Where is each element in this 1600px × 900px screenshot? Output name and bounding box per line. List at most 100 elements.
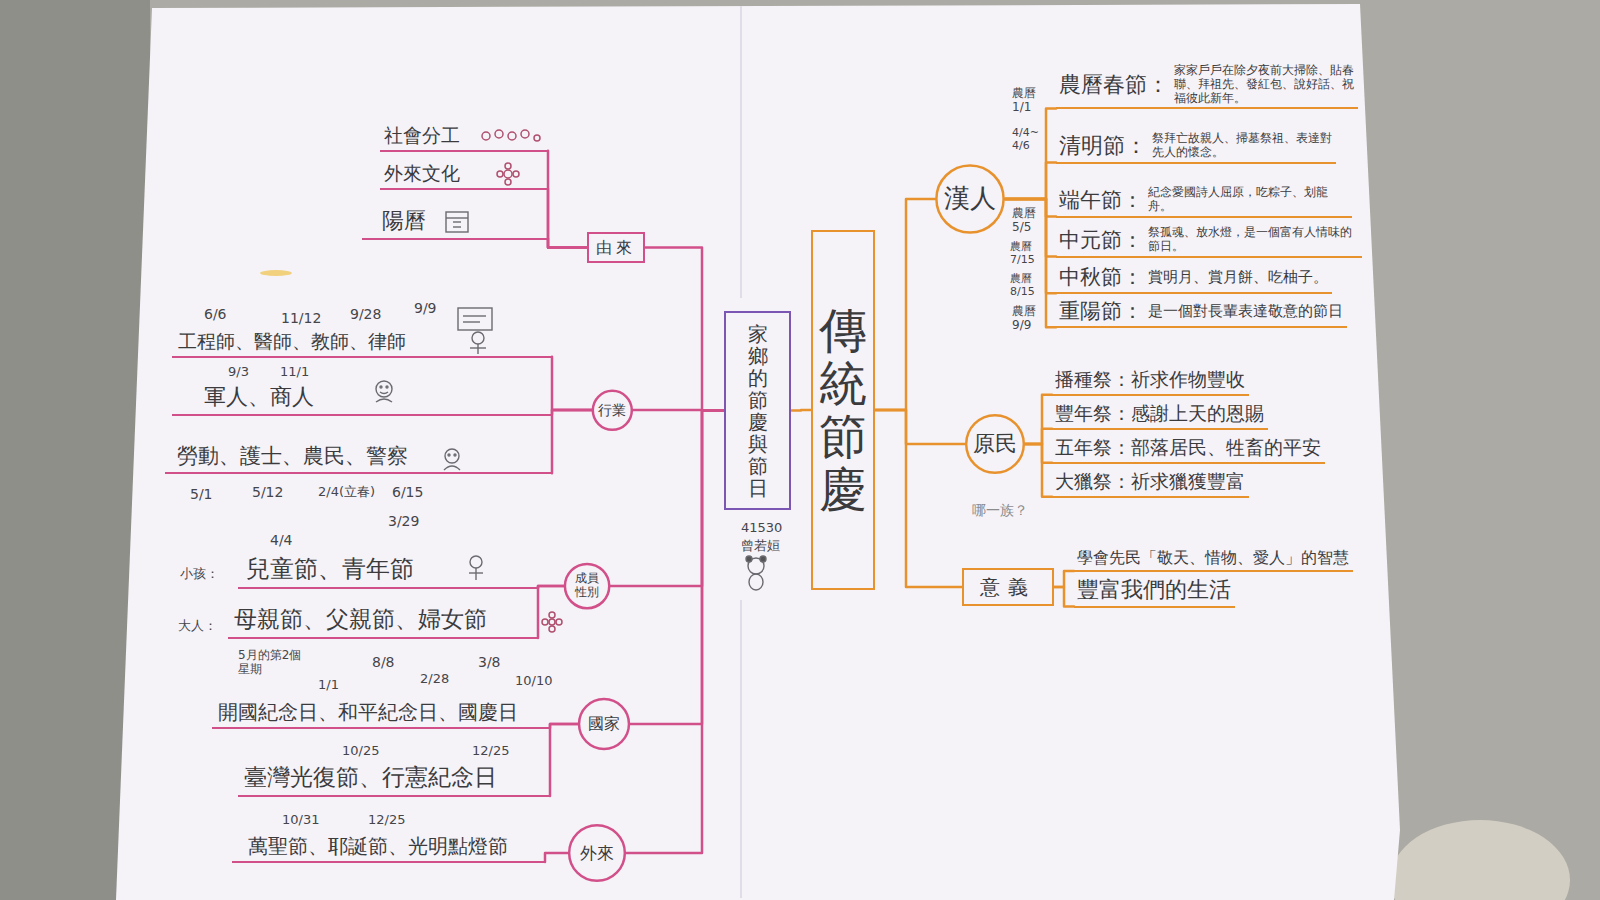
- branch-line: [875, 199, 935, 410]
- date-note: 小孩：: [180, 566, 219, 582]
- branch-line: [550, 724, 578, 796]
- node-text: 傳統節慶: [819, 304, 867, 515]
- node-text: 中秋節：: [1059, 264, 1143, 290]
- chair-edge: [1390, 820, 1570, 900]
- branch-line: [548, 189, 587, 248]
- node-text: 端午節：: [1059, 187, 1143, 213]
- festival-item: 播種祭：祈求作物豐收: [1052, 368, 1249, 396]
- date-note: 12/25: [472, 743, 509, 759]
- paper-crease: [740, 600, 742, 898]
- date-note: 6/15: [392, 484, 423, 501]
- date-note: 5/1: [190, 486, 213, 503]
- circle-outline: [579, 699, 629, 749]
- node-text: 萬聖節、耶誕節、光明點燈節: [248, 833, 508, 859]
- date-note: 9/9: [414, 300, 437, 317]
- branch-line: [1025, 395, 1052, 444]
- branch-item: 兒童節、青年節: [238, 553, 538, 589]
- category-circle: 外來: [568, 824, 626, 882]
- branch-line: [875, 410, 965, 444]
- circle-outline: [565, 564, 609, 608]
- node-note: 是一個對長輩表達敬意的節日: [1148, 302, 1343, 321]
- node-text: 臺灣光復節、行憲紀念日: [244, 763, 497, 793]
- branch-line: [1005, 163, 1056, 199]
- branch-line: [791, 409, 811, 412]
- circle-outline: [569, 825, 625, 881]
- node-note: 家家戶戶在除夕夜前大掃除、貼春聯、拜祖先、發紅包、說好話、祝福彼此新年。: [1174, 64, 1354, 105]
- date-note: 農曆9/9: [1012, 304, 1038, 333]
- circle-outline: [936, 165, 1003, 232]
- branch-line: [645, 248, 724, 411]
- festival-item: 端午節：紀念愛國詩人屈原，吃粽子、划龍舟。: [1056, 186, 1352, 218]
- node-text: 清明節：: [1059, 132, 1147, 160]
- node-note: 賞明月、賞月餅、吃柚子。: [1148, 268, 1328, 287]
- node-text: 漢人: [944, 183, 996, 214]
- branch-line: [630, 411, 724, 725]
- node-text: 家鄉的節慶與節日: [748, 323, 768, 499]
- node-text: 外來文化: [384, 161, 460, 186]
- branch-line: [1025, 429, 1052, 444]
- date-note: 4/4: [270, 532, 293, 549]
- node-text: 母親節、父親節、婦女節: [234, 605, 487, 635]
- branch-line: [626, 411, 724, 854]
- date-note: 2/28: [420, 671, 449, 687]
- node-text: 勞動、護士、農民、警察: [177, 443, 408, 470]
- node-text: 開國紀念日、和平紀念日、國慶日: [218, 699, 518, 725]
- branch-line: [538, 586, 564, 638]
- date-note: 10/25: [342, 743, 379, 759]
- festival-item: 中元節：祭孤魂、放水燈，是一個富有人情味的節日。: [1056, 226, 1362, 258]
- node-text: 成員性別: [574, 572, 600, 600]
- branch-item: 母親節、父親節、婦女節: [228, 604, 538, 639]
- date-note: 5/12: [252, 484, 283, 501]
- node-text: 豐富我們的生活: [1077, 576, 1231, 604]
- branch-line: [1054, 587, 1074, 607]
- date-note: 11/12: [281, 310, 321, 327]
- category-circle: 原民: [965, 414, 1025, 474]
- node-text: 國家: [588, 714, 620, 733]
- date-note: 農曆1/1: [1012, 86, 1038, 115]
- date-note: 4/4~4/6: [1012, 126, 1040, 152]
- node-text: 播種祭：祈求作物豐收: [1055, 368, 1245, 392]
- branch-line: [1054, 571, 1074, 587]
- meaning-item: 學會先民「敬天、惜物、愛人」的智慧: [1074, 548, 1353, 572]
- node-text: 中元節：: [1059, 227, 1143, 253]
- date-note: 10/31: [282, 812, 319, 828]
- branch-line: [548, 239, 587, 248]
- date-note: 12/25: [368, 812, 405, 828]
- branch-line: [1005, 108, 1056, 199]
- branch-line: [875, 410, 962, 587]
- date-note: 11/1: [280, 364, 309, 380]
- main-branch-box: 傳統節慶: [811, 230, 875, 590]
- node-text: 五年祭：部落居民、牲畜的平安: [1055, 436, 1321, 460]
- node-text: 由來: [596, 238, 636, 257]
- branch-line: [1025, 444, 1052, 497]
- circle-outline: [592, 390, 631, 429]
- paper-crease: [740, 6, 742, 298]
- branch-line: [552, 410, 592, 473]
- branch-line: [610, 411, 724, 586]
- branch-item: 工程師、醫師、教師、律師: [172, 328, 552, 358]
- node-text: 兒童節、青年節: [246, 554, 414, 585]
- crayon-smudge: [260, 270, 292, 276]
- branch-item: 軍人、商人: [172, 382, 552, 416]
- branch-line: [1025, 444, 1052, 463]
- date-note: 3/29: [388, 513, 419, 530]
- date-note: 8/8: [372, 654, 395, 671]
- node-text: 意義: [980, 575, 1036, 599]
- branch-item: 勞動、護士、農民、警察: [165, 442, 552, 474]
- node-note: 祭孤魂、放水燈，是一個富有人情味的節日。: [1148, 226, 1358, 254]
- category-box: 意義: [962, 568, 1054, 606]
- category-circle: 成員性別: [564, 563, 610, 609]
- node-text: 農曆春節：: [1059, 71, 1169, 99]
- node-text: 陽曆: [382, 207, 426, 236]
- node-note: 祭拜亡故親人、掃墓祭祖、表達對先人的懷念。: [1152, 132, 1332, 160]
- category-box: 由來: [587, 232, 645, 263]
- date-note: 農曆8/15: [1010, 272, 1040, 298]
- node-note: 紀念愛國詩人屈原，吃粽子、划龍舟。: [1148, 186, 1348, 214]
- meaning-item: 豐富我們的生活: [1074, 576, 1235, 608]
- branch-line: [548, 151, 587, 248]
- branch-line: [545, 853, 568, 862]
- node-text: 大獵祭：祈求獵獲豐富: [1055, 470, 1245, 494]
- circle-outline: [966, 415, 1024, 473]
